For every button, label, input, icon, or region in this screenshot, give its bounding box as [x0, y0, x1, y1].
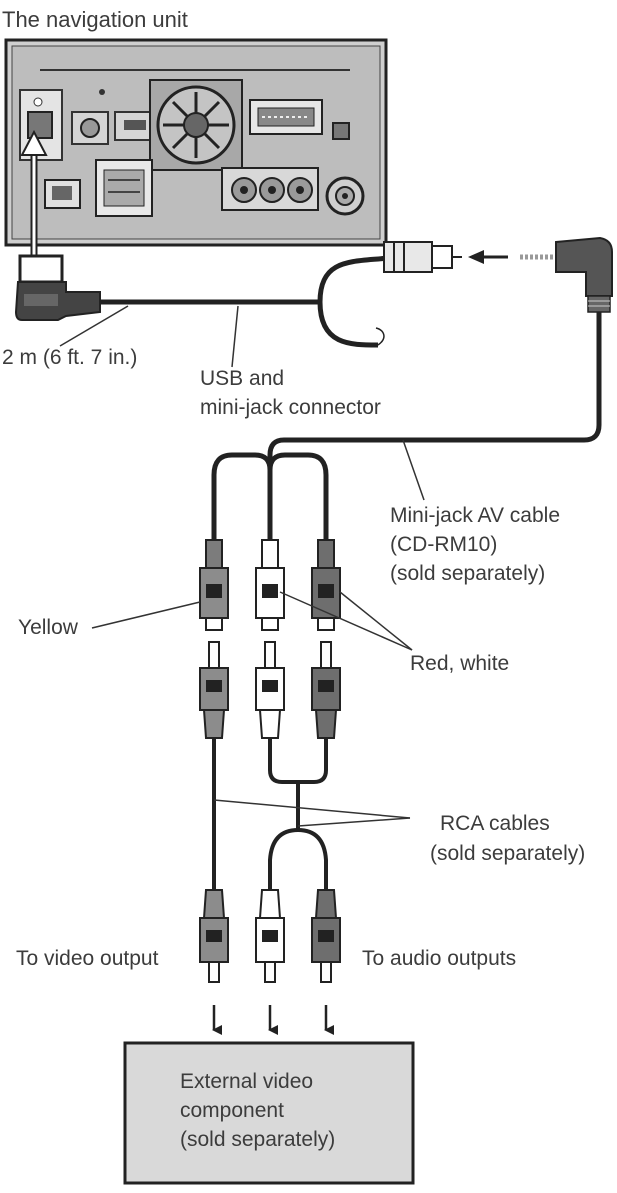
av-cable [211, 312, 602, 540]
navigation-unit [4, 38, 388, 247]
rca-cables-label-2: (sold separately) [430, 842, 586, 865]
red-leader [339, 591, 413, 651]
yellow-leader [91, 601, 201, 629]
av-cable-plug-yellow [199, 539, 229, 631]
usb-plug [14, 254, 101, 321]
rca-plug-top-yellow [199, 641, 229, 739]
audio-outputs-label: To audio outputs [362, 947, 517, 970]
insert-arrow-left [468, 250, 508, 264]
rca-leader-2 [297, 817, 411, 827]
external-component-label-3: (sold separately) [180, 1128, 336, 1151]
usb-connector-leader [231, 305, 239, 368]
usb-connector-label-1: USB and [200, 367, 285, 390]
av-cable-label-1: Mini-jack AV cable [390, 504, 561, 527]
yellow-label: Yellow [18, 616, 78, 639]
down-arrows [212, 1005, 334, 1035]
cable-length-label: 2 m (6 ft. 7 in.) [2, 346, 138, 369]
rca-leader-1 [213, 799, 411, 819]
rca-plug-top-white [255, 641, 285, 739]
minijack-plug [520, 236, 613, 313]
rca-cables-label-1: RCA cables [440, 812, 550, 835]
av-cable-label-3: (sold separately) [390, 562, 546, 585]
external-component-label-2: component [180, 1099, 284, 1122]
av-cable-plug-red [311, 539, 341, 631]
video-output-label: To video output [16, 947, 159, 970]
red-white-label: Red, white [410, 652, 510, 675]
av-cable-leader [402, 439, 425, 501]
usb-minijack-cable [100, 255, 389, 348]
rca-plug-bottom-red [311, 889, 341, 983]
external-component-label-1: External video [180, 1070, 314, 1093]
white-leader [279, 591, 413, 651]
navigation-unit-title: The navigation unit [2, 7, 188, 32]
rca-cables [212, 738, 328, 890]
insert-arrow-up [20, 129, 48, 255]
rca-plug-bottom-yellow [199, 889, 229, 983]
cable-length-leader [59, 305, 129, 347]
external-video-component [123, 1041, 415, 1185]
rca-plug-bottom-white [255, 889, 285, 983]
rca-plug-top-red [311, 641, 341, 739]
usb-connector-label-2: mini-jack connector [200, 396, 381, 419]
minijack-socket [383, 241, 462, 273]
av-cable-plug-white [255, 539, 285, 631]
av-cable-label-2: (CD-RM10) [390, 533, 498, 556]
